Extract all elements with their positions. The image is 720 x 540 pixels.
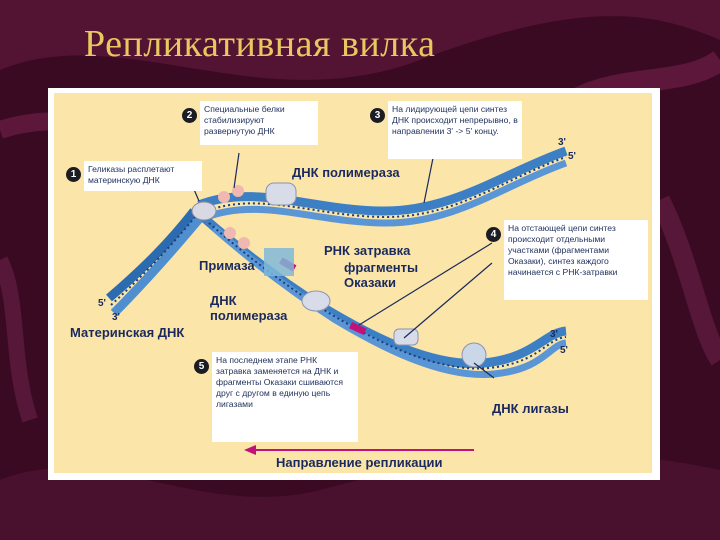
end-top-3: 3' <box>558 137 566 148</box>
diagram-area: 1 Геликазы расплетают материнскую ДНК 2 … <box>54 93 652 473</box>
ligase-shape <box>461 342 487 368</box>
label-primase: Примаза <box>199 258 255 273</box>
callout-3: На лидирующей цепи синтез ДНК происходит… <box>388 101 522 159</box>
replication-fork-diagram <box>106 146 568 455</box>
label-ligase: ДНК лигазы <box>492 401 569 416</box>
slide-title: Репликативная вилка <box>84 23 436 65</box>
leading-new-strand <box>202 159 568 227</box>
label-direction: Направление репликации <box>276 455 443 470</box>
polymerase-top-shape <box>265 182 297 206</box>
primase-shape <box>264 248 294 276</box>
callout-5: На последнем этапе РНК затравка заменяет… <box>212 352 358 442</box>
end-bottom-3: 3' <box>550 329 558 340</box>
end-top-5: 5' <box>568 151 576 162</box>
callout-4-number: 4 <box>486 227 501 242</box>
rna-primer-2 <box>349 321 367 336</box>
label-rna-primer: РНК затравка <box>324 243 411 258</box>
end-left-3: 3' <box>112 312 120 323</box>
callout-1: Геликазы расплетают материнскую ДНК <box>84 161 202 191</box>
end-bottom-5: 5' <box>560 345 568 356</box>
callout-1-number: 1 <box>66 167 81 182</box>
callout-2: Специальные белки стабилизируют разверну… <box>200 101 318 145</box>
polymerase-bottom-shape <box>301 290 331 312</box>
callout-5-number: 5 <box>194 359 209 374</box>
label-polymerase-top: ДНК полимераза <box>292 165 400 180</box>
label-polymerase-bottom: ДНК полимераза <box>210 293 288 323</box>
leading-template-strand <box>197 146 568 216</box>
end-left-5: 5' <box>98 298 106 309</box>
callout-3-number: 3 <box>370 108 385 123</box>
label-parent-dna: Материнская ДНК <box>70 325 185 340</box>
diagram-panel: 1 Геликазы расплетают материнскую ДНК 2 … <box>48 88 660 480</box>
label-okazaki: фрагменты Оказаки <box>344 260 419 290</box>
callout-4: На отстающей цепи синтез происходит отде… <box>504 220 648 300</box>
parent-strand-b <box>110 210 208 317</box>
helicase-shape <box>191 201 217 221</box>
parent-strand-a <box>106 208 198 302</box>
callout-2-number: 2 <box>182 108 197 123</box>
ssb-protein <box>218 191 230 203</box>
